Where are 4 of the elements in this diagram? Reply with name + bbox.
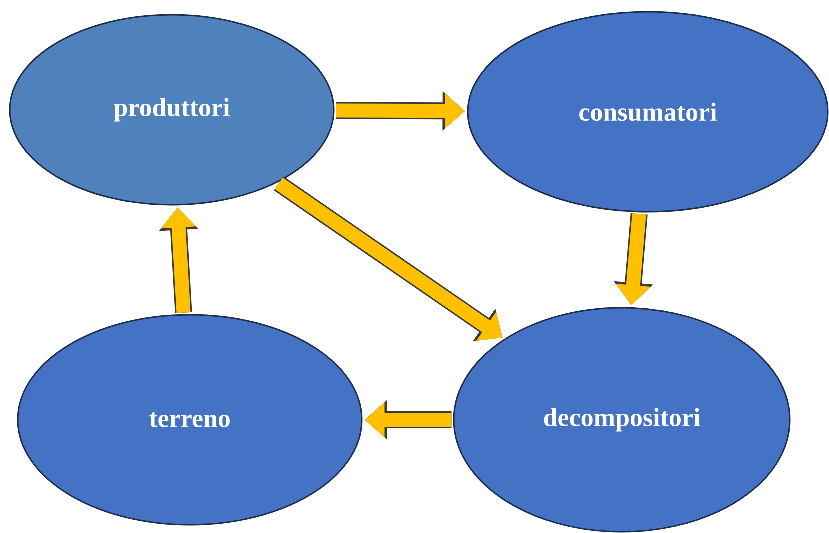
ellipse-node: consumatori	[467, 11, 829, 213]
ellipse-node: produttori	[9, 14, 335, 206]
ellipse-node: decompositori	[453, 307, 791, 533]
ellipse-node: terreno	[17, 314, 363, 526]
